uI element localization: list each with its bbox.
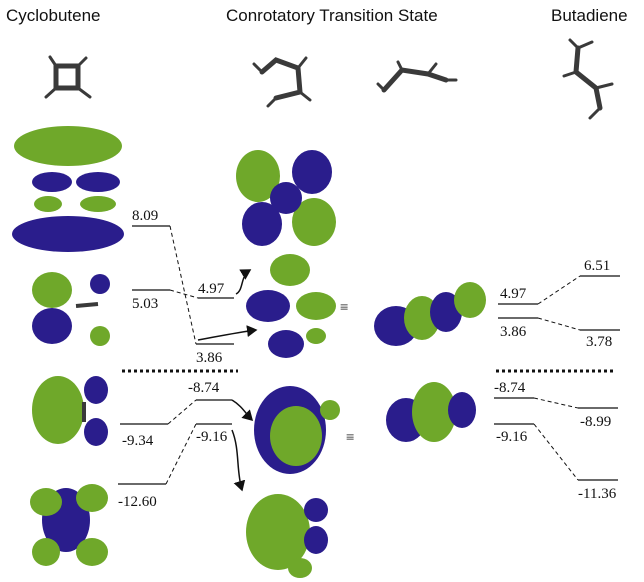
orbital-equivalent-upper [374,282,486,346]
label-cb-5.03: 5.03 [132,296,158,312]
label-ts-4.97: 4.97 [198,281,225,297]
label-cb--9.34: -9.34 [122,433,154,449]
label-bd-right-3.78: 3.78 [586,334,612,350]
orbital-cyclobutene-4 [30,484,108,566]
molecule-ts-2 [376,60,458,93]
label-bd-right--8.99: -8.99 [580,414,611,430]
arrow-right--8.74 [231,399,254,422]
molecule-ts-1 [252,56,312,108]
molecule-cyclobutene [44,55,92,99]
orbital-ts-4 [246,494,328,578]
energy-levels [118,225,620,485]
label-ts--9.16: -9.16 [196,429,228,445]
energy-labels: 8.09 5.03 -9.34 -12.60 4.97 3.86 -8.74 -… [118,208,617,510]
label-bd-left-4.97: 4.97 [500,286,527,302]
arrow-right-3.86 [197,325,258,341]
label-bd-left--9.16: -9.16 [496,429,528,445]
arrows [197,269,258,492]
header-transition-state: Conrotatory Transition State [226,6,438,25]
orbital-cyclobutene-2 [32,272,110,346]
label-bd-right--11.36: -11.36 [578,486,617,502]
label-bd-right-6.51: 6.51 [584,258,610,274]
arrow-up-4.97 [235,269,252,295]
label-cb-8.09: 8.09 [132,208,158,224]
header-butadiene: Butadiene [551,6,628,25]
label-cb--12.60: -12.60 [118,494,157,510]
label-bd-left-3.86: 3.86 [500,324,527,340]
orbital-cyclobutene-1 [12,126,124,252]
label-ts-3.86: 3.86 [196,350,223,366]
arrow-down--9.16 [231,429,246,492]
orbital-ts-2 [246,254,336,358]
orbital-ts-3 [254,386,340,474]
orbital-ts-1 [236,150,336,246]
label-bd-left--8.74: -8.74 [494,380,526,396]
orbital-equivalent-lower [386,382,476,442]
header-cyclobutene: Cyclobutene [6,6,101,25]
molecule-butadiene [562,38,614,120]
label-ts--8.74: -8.74 [188,380,220,396]
equivalent-symbol-lower: ≡ [346,430,354,446]
orbital-cyclobutene-3 [32,376,108,446]
correlation-lines [165,225,581,485]
equivalent-symbol-upper: ≡ [340,300,348,316]
